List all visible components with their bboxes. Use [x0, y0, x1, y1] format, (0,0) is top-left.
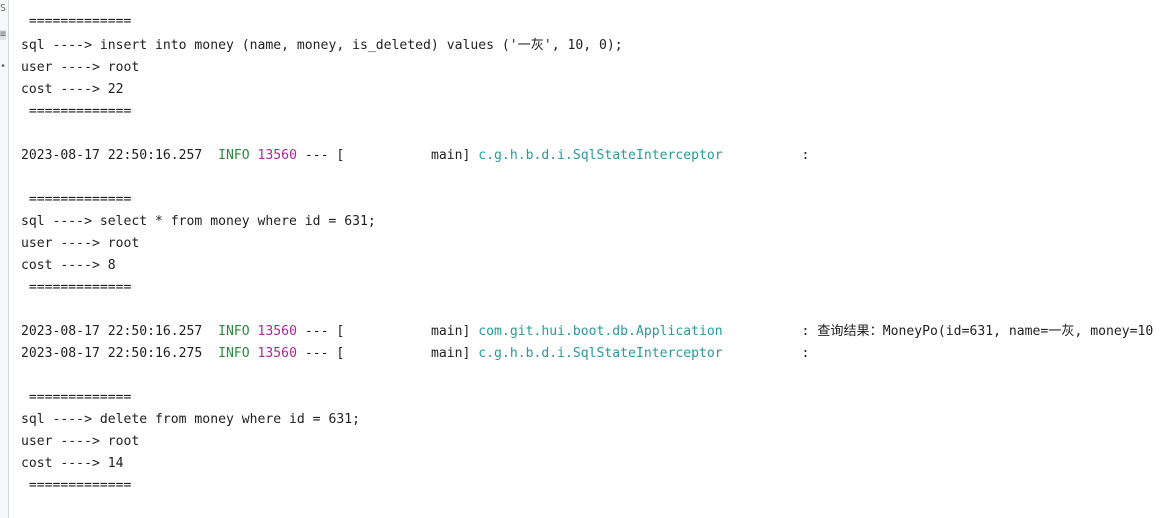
log-message: : [801, 148, 818, 163]
cost-line: cost ----> 14 [21, 456, 124, 471]
user-line: user ----> root [21, 60, 140, 75]
logger-name: com.git.hui.boot.db.Application [478, 324, 802, 339]
spacer [202, 346, 218, 361]
sql-line: sql ----> insert into money (name, money… [21, 38, 623, 53]
spacer [250, 324, 258, 339]
cost-line: cost ----> 8 [21, 258, 116, 273]
timestamp: 2023-08-17 22:50:16.257 [21, 324, 203, 339]
spacer [250, 148, 258, 163]
thread-name: --- [ main] [304, 346, 479, 361]
spacer [297, 346, 305, 361]
separator-line: ============= [21, 280, 132, 295]
separator-line: ============= [21, 14, 132, 29]
log-level: INFO [218, 324, 250, 339]
sql-line: sql ----> select * from money where id =… [21, 214, 376, 229]
cost-line: cost ----> 22 [21, 82, 124, 97]
log-message: : [801, 346, 818, 361]
user-line: user ----> root [21, 434, 140, 449]
blank-line [21, 299, 1153, 321]
user-line: user ----> root [21, 236, 140, 251]
spacer [297, 324, 305, 339]
thread-name: --- [ main] [304, 148, 479, 163]
logger-name: c.g.h.b.d.i.SqlStateInterceptor [478, 148, 802, 163]
log-line: 2023-08-17 22:50:16.257 INFO 13560 --- [… [21, 145, 1153, 167]
timestamp: 2023-08-17 22:50:16.257 [21, 148, 203, 163]
console-output: ============= sql ----> insert into money… [21, 11, 1153, 497]
pin-icon[interactable]: • [0, 62, 6, 72]
process-id: 13560 [257, 148, 297, 163]
logger-name: c.g.h.b.d.i.SqlStateInterceptor [478, 346, 802, 361]
log-message: : 查询结果：MoneyPo(id=631, name=一灰, money=10 [801, 324, 1154, 339]
scroll-icon[interactable]: S [0, 4, 6, 14]
process-id: 13560 [257, 346, 297, 361]
separator-line: ============= [21, 478, 132, 493]
sql-line: sql ----> delete from money where id = 6… [21, 412, 360, 427]
process-id: 13560 [257, 324, 297, 339]
wrap-icon[interactable]: ≡ [0, 30, 6, 40]
separator-line: ============= [21, 192, 132, 207]
blank-line [21, 123, 1153, 145]
log-level: INFO [218, 148, 250, 163]
separator-line: ============= [21, 104, 132, 119]
spacer [202, 148, 218, 163]
blank-line [21, 167, 1153, 189]
log-level: INFO [218, 346, 250, 361]
log-line: 2023-08-17 22:50:16.257 INFO 13560 --- [… [21, 321, 1153, 343]
log-line: 2023-08-17 22:50:16.275 INFO 13560 --- [… [21, 343, 1153, 365]
thread-name: --- [ main] [304, 324, 479, 339]
separator-line: ============= [21, 390, 132, 405]
console-toolbar-gutter: S ≡ • [0, 0, 9, 518]
spacer [202, 324, 218, 339]
spacer [250, 346, 258, 361]
spacer [297, 148, 305, 163]
timestamp: 2023-08-17 22:50:16.275 [21, 346, 203, 361]
blank-line [21, 365, 1153, 387]
